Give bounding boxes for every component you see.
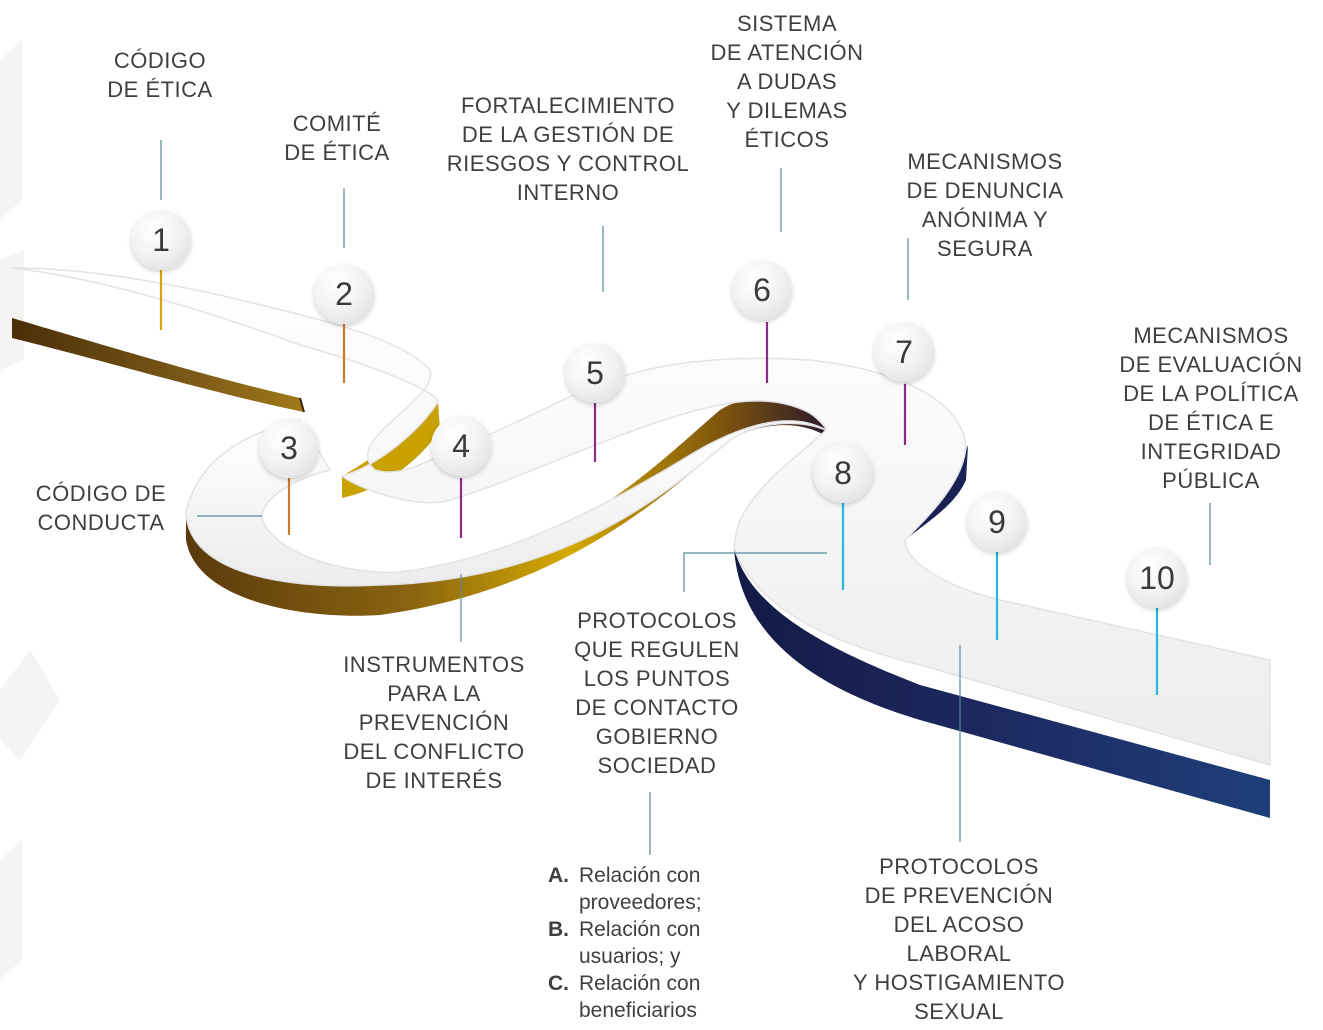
background-watermark	[0, 40, 60, 980]
step-5-marker: 5	[565, 343, 625, 403]
step-10-marker: 10	[1127, 548, 1187, 608]
step-8-marker: 8	[813, 443, 873, 503]
step-7-marker: 7	[874, 322, 934, 382]
pins	[159, 270, 1159, 695]
step-3-marker: 3	[259, 418, 319, 478]
step-9-marker: 9	[967, 492, 1027, 552]
step-6-marker: 6	[732, 260, 792, 320]
step-1-marker: 1	[131, 210, 191, 270]
step-4-marker: 4	[431, 416, 491, 476]
leader-lines	[160, 140, 1211, 855]
step-2-marker: 2	[314, 264, 374, 324]
